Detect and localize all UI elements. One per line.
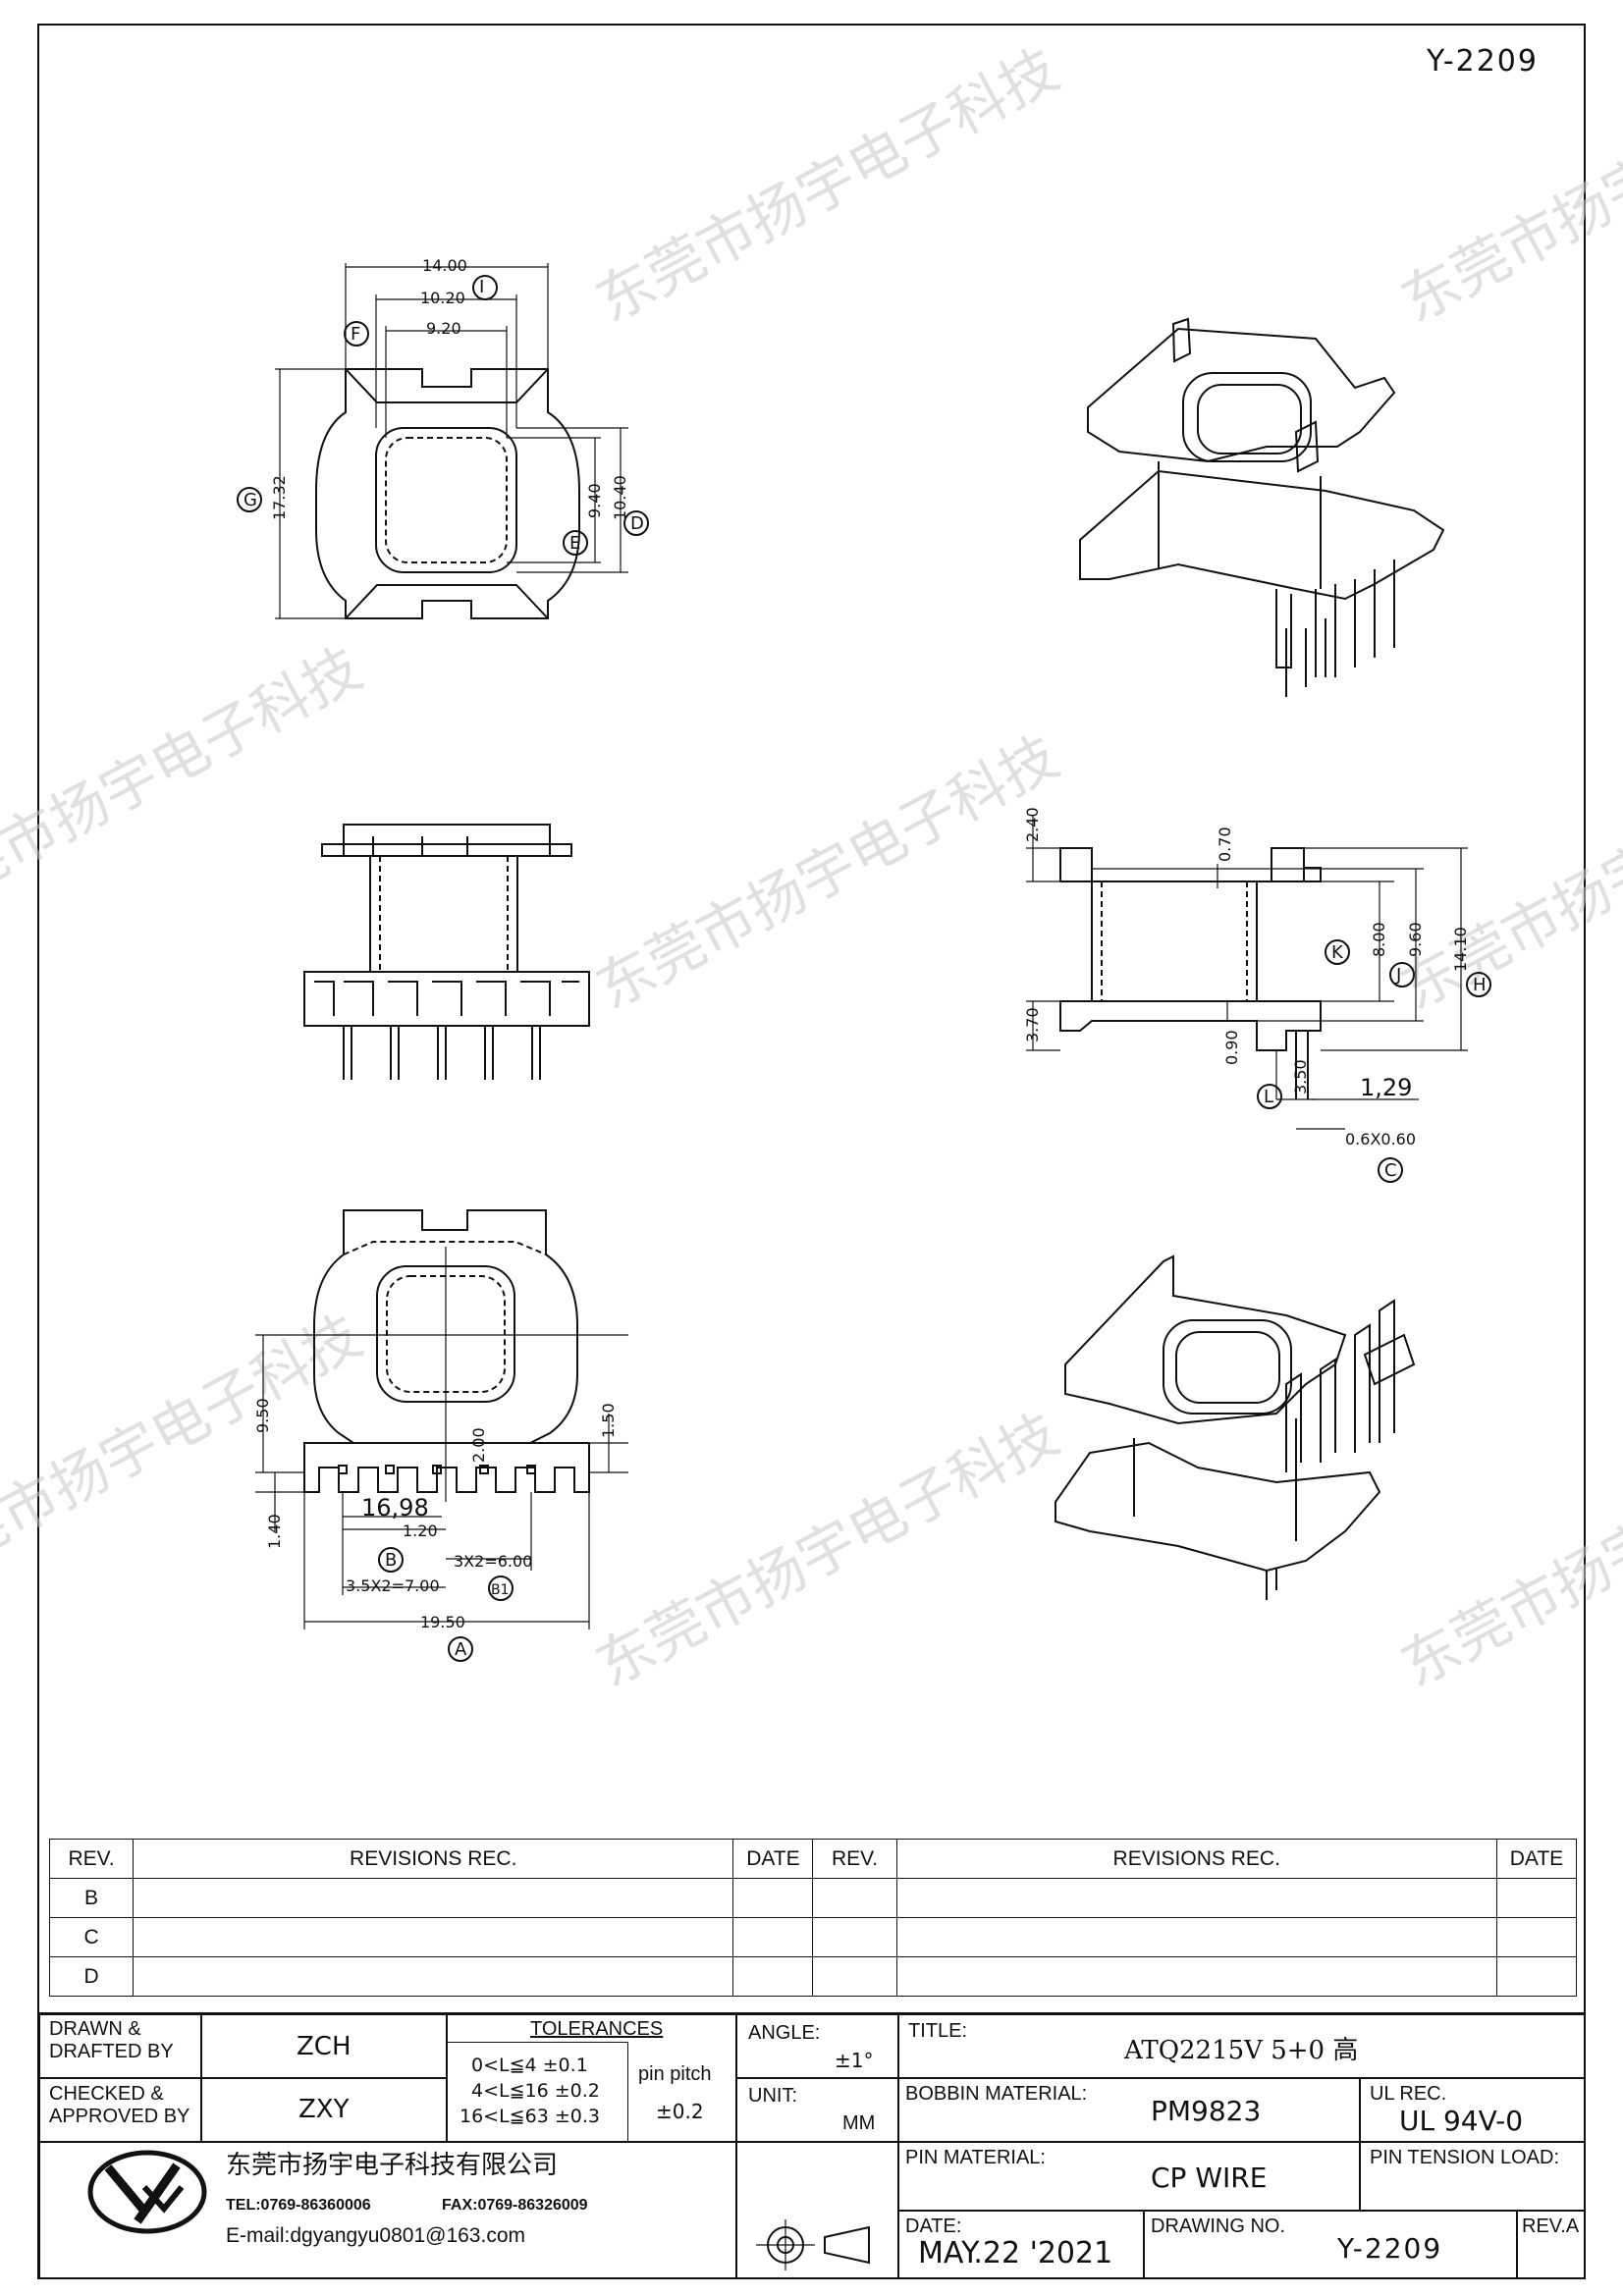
company-logo [87,2150,207,2234]
title-block: DRAWN & DRAFTED BY ZCH CHECKED & APPROVE… [37,2012,1586,2279]
dim-350: 3.50 [1291,1059,1310,1095]
dim-370: 3.70 [1023,1007,1042,1042]
tag-l: L [1264,1087,1273,1107]
rev-header: REV. [812,1839,897,1879]
date-value: MAY.22 '2021 [918,2236,1113,2270]
tag-b1: B1 [491,1582,510,1598]
dim-200: 2.00 [469,1427,488,1463]
rev-cell: C [48,1917,135,1957]
unit-value: MM [842,2112,876,2134]
tag-a: A [455,1639,467,1660]
dim-3x2: 3X2=6.00 [454,1552,532,1571]
bottom-view [255,1209,628,1662]
company-name: 东莞市扬宇电子科技有限公司 [226,2151,559,2180]
dim-14: 14.00 [422,256,467,275]
title-label: TITLE: [908,2020,968,2042]
bobbin-material-label: BOBBIN MATERIAL: [905,2083,1088,2105]
pin-material-label: PIN MATERIAL: [905,2147,1046,2168]
pin-material-value: CP WIRE [1151,2162,1268,2194]
dim-1950: 19.50 [420,1613,465,1631]
drawing-no-label: DRAWING NO. [1151,2216,1286,2237]
tag-d: D [630,513,644,534]
dim-090: 0.90 [1222,1030,1241,1065]
tag-j: J [1395,965,1401,986]
tolerances-label: TOLERANCES [530,2018,664,2040]
dimension-labels: 14.00 10.20 9.20 I F G E D 17.32 9.40 10… [243,256,1487,1660]
top-view [237,263,649,619]
tag-c: C [1384,1160,1397,1181]
tag-b: B [385,1550,397,1571]
pin-pitch-label: pin pitch [638,2063,712,2085]
tag-e: E [569,533,580,554]
bobbin-material-value: PM9823 [1151,2095,1262,2127]
tag-h: H [1473,975,1487,995]
tolerance-row-2: 4<L≦16 ±0.2 [471,2080,600,2102]
pin-tension-label: PIN TENSION LOAD: [1370,2147,1560,2168]
angle-label: ANGLE: [748,2022,821,2044]
company-tel: TEL:0769-86360006 [226,2197,371,2214]
front-view [303,824,590,1080]
pin-pitch-value: ±0.2 [656,2100,704,2123]
isometric-view-top [1079,317,1445,697]
checked-value: ZXY [298,2095,350,2124]
projection-symbol [756,2219,870,2270]
checked-label: CHECKED & APPROVED BY [49,2083,190,2127]
dim-920: 9.20 [426,319,461,338]
angle-value: ±1° [835,2049,874,2072]
tag-g: G [243,490,257,510]
dim-940: 9.40 [585,483,604,518]
dim-070: 0.70 [1216,827,1234,862]
dim-06: 0.6X0.60 [1345,1130,1416,1148]
tag-k: K [1331,942,1344,963]
drawing-no-value: Y-2209 [1337,2232,1443,2265]
dim-240: 2.40 [1023,807,1042,842]
dim-1020: 10.20 [420,289,465,307]
rev-cell: B [48,1878,135,1918]
tolerance-row-1: 0<L≦4 ±0.1 [471,2055,588,2076]
rev-cell: D [48,1956,135,1997]
drawn-value: ZCH [297,2032,352,2061]
date-header: DATE [732,1839,814,1879]
dim-35x2: 3.5X2=7.00 [346,1576,440,1595]
drawn-label: DRAWN & DRAFTED BY [49,2018,174,2062]
dim-120: 1.20 [403,1522,438,1540]
dim-150: 1.50 [599,1403,618,1438]
revisions-table: REV. REVISIONS REC. DATE REV. REVISIONS … [48,1839,1578,1997]
revisions-rec-header: REVISIONS REC. [133,1839,734,1879]
dim-129: 1,29 [1360,1074,1412,1101]
isometric-view-bottom [1055,1255,1416,1600]
side-view [1026,815,1491,1183]
dim-1698: 16,98 [361,1494,429,1522]
ul-rec-label: UL REC. [1370,2083,1447,2105]
company-fax: FAX:0769-86326009 [442,2197,588,2214]
company-email: E-mail:dgyangyu0801@163.com [226,2224,525,2247]
dim-960: 9.60 [1406,922,1425,957]
tag-i: I [479,277,484,297]
date-header: DATE [1495,1839,1578,1879]
rev-label: REV.A [1522,2216,1580,2237]
date-label: DATE: [905,2216,962,2237]
title-value: ATQ2215V 5+0 高 [1124,2036,1359,2065]
dim-1732: 17.32 [270,475,289,520]
ul-rec-value: UL 94V-0 [1399,2105,1524,2137]
dim-140: 1.40 [265,1514,284,1549]
tag-f: F [351,324,360,345]
tolerance-row-3: 16<L≦63 ±0.3 [460,2106,600,2127]
dim-950: 9.50 [253,1398,272,1433]
unit-label: UNIT: [748,2085,797,2107]
dim-800: 8.00 [1370,922,1388,957]
drawing-code: Y-2209 [1427,44,1539,79]
dim-1410: 14.10 [1451,927,1470,972]
revisions-rec-header: REVISIONS REC. [895,1839,1497,1879]
dim-1040: 10.40 [611,475,629,520]
rev-header: REV. [48,1839,135,1879]
